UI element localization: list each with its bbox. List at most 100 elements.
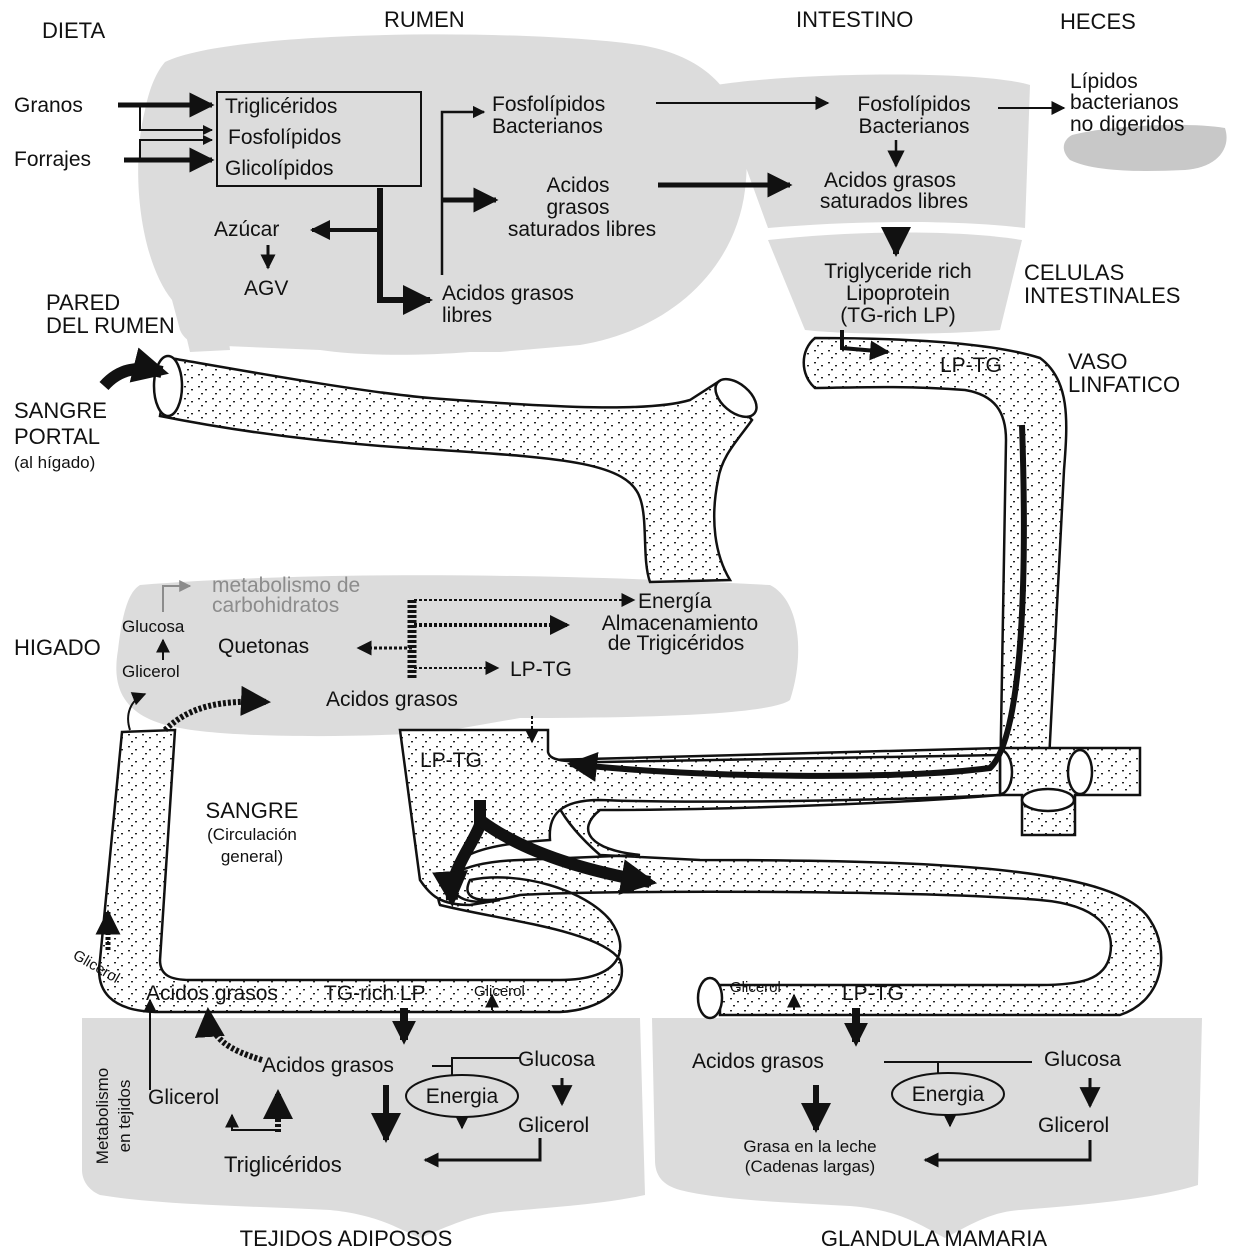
intestinal-cells-region	[768, 232, 1022, 334]
rumen-fosfolipidos-2: Bacterianos	[492, 115, 603, 138]
intestino-tgrich-2: Lipoprotein	[846, 282, 950, 305]
region-intestino: INTESTINO	[796, 7, 913, 32]
mamaria-glucosa: Glucosa	[1044, 1048, 1121, 1071]
higado-almacen-2: de Trigicéridos	[608, 632, 745, 655]
adiposo-glicerol-left: Glicerol	[148, 1086, 219, 1109]
mamaria-energia: Energia	[912, 1083, 985, 1106]
intestino-tgrich-1: Triglyceride rich	[824, 260, 971, 283]
region-rumen: RUMEN	[384, 7, 465, 32]
higado-acidos-grasos: Acidos grasos	[326, 688, 458, 711]
connector-adipose	[432, 1057, 520, 1076]
arrow-libres-up	[440, 105, 486, 275]
mammary-vessel-opening	[696, 976, 724, 1020]
rumen-agv: AGV	[244, 277, 288, 300]
arrow-tg-glicerol	[225, 1113, 275, 1131]
rumen-fosfolipidos-1: Fosfolípidos	[492, 93, 605, 116]
dieta-granos: Granos	[14, 94, 83, 117]
arrow-glucosa-metab	[162, 580, 192, 612]
region-higado: HIGADO	[14, 635, 101, 660]
arrow-granos-fos	[139, 105, 213, 135]
higado-lp-tg: LP-TG	[510, 658, 572, 681]
mamaria-acidos-grasos: Acidos grasos	[692, 1050, 824, 1073]
higado-almacen-1: Almacenamiento	[602, 612, 758, 635]
higado-metabolismo-2: carbohidratos	[212, 594, 339, 617]
adipose-region	[82, 1018, 645, 1238]
dieta-forrajes: Forrajes	[14, 148, 91, 171]
liver-region	[116, 575, 799, 737]
energia-ellipse-adipose	[405, 1074, 519, 1118]
adiposo-glicerol-right: Glicerol	[518, 1114, 589, 1137]
lymph-lp-tg: LP-TG	[940, 354, 1002, 377]
arrows	[95, 92, 1101, 1168]
arrow-glicerol-grasa	[923, 1140, 1092, 1168]
feces-region	[1063, 124, 1227, 171]
region-vaso-1: VASO	[1068, 349, 1128, 374]
arrow-central-right	[476, 815, 658, 895]
heces-lipidos-3: no digeridos	[1070, 113, 1184, 136]
region-sangre-portal-2: PORTAL	[14, 424, 100, 449]
metab-tejidos-2: en tejidos	[115, 1080, 134, 1153]
sangre-note-2: general)	[221, 847, 283, 866]
vessel-tg-rich-lp: TG-rich LP	[324, 982, 426, 1005]
region-sangre-portal-1: SANGRE	[14, 398, 107, 423]
region-pared-1: PARED	[46, 290, 120, 315]
vessel-acidos-grasos: Acidos grasos	[146, 982, 278, 1005]
rumen-box-item-1: Triglicéridos	[225, 95, 337, 118]
rumen-acidos-libres-2: libres	[442, 304, 492, 327]
connector-mamaria	[884, 1061, 1032, 1076]
adiposo-glucosa: Glucosa	[518, 1048, 595, 1071]
arrow-box-down	[377, 188, 433, 315]
rumen-acidos-libres-1: Acidos grasos	[442, 282, 574, 305]
junction-opening-right	[1066, 748, 1094, 796]
mamaria-grasa-2: (Cadenas largas)	[745, 1157, 875, 1176]
intestine-region	[716, 74, 1030, 229]
intestino-tgrich-3: (TG-rich LP)	[840, 304, 956, 327]
intestino-acidos-sat-1: Acidos grasos	[824, 169, 956, 192]
junction-opening-bottom	[1020, 787, 1076, 813]
region-pared-2: DEL RUMEN	[46, 313, 175, 338]
rumen-wall-region	[180, 310, 230, 352]
higado-glucosa: Glucosa	[122, 617, 185, 636]
higado-quetonas: Quetonas	[218, 635, 309, 658]
rumen-azucar: Azúcar	[214, 218, 279, 241]
region-tejidos-adiposos: TEJIDOS ADIPOSOS	[240, 1226, 453, 1251]
metab-tejidos-1: Metabolismo	[93, 1068, 112, 1164]
arrow-acidos-up	[194, 1007, 263, 1063]
region-dieta: DIETA	[42, 18, 105, 43]
rumen-acidos-sat-2: grasos	[546, 196, 609, 219]
sangre-lp-tg: LP-TG	[420, 749, 482, 772]
region-celulas-1: CELULAS	[1024, 260, 1124, 285]
heces-lipidos-1: Lípidos	[1070, 70, 1138, 93]
vessel-glicerol-mamaria: Glicerol	[730, 979, 781, 996]
higado-glicerol: Glicerol	[122, 662, 180, 681]
rumen-acidos-sat-1: Acidos	[546, 174, 609, 197]
arrow-glicerol-tg-adipose	[423, 1138, 542, 1168]
rumen-lipid-box	[216, 91, 422, 187]
lymph-vessel	[802, 336, 1068, 792]
heces-lipidos-2: bacterianos	[1070, 91, 1179, 114]
portal-vein	[158, 356, 754, 584]
arrow-into-lymph	[840, 330, 890, 361]
labels: DIETA RUMEN INTESTINO HECES Granos Forra…	[14, 7, 1184, 1251]
adiposo-trigliceridos: Triglicéridos	[224, 1152, 342, 1177]
sangre-note-1: (Circulación	[207, 825, 297, 844]
background-regions	[82, 34, 1227, 1238]
intestino-fosfolipidos-2: Bacterianos	[859, 115, 970, 138]
arrow-portal-entry	[99, 347, 169, 391]
arrow-sangre-glicerol	[127, 692, 147, 731]
sangre-portal-note: (al hígado)	[14, 453, 95, 472]
region-celulas-2: INTESTINALES	[1024, 283, 1180, 308]
region-heces: HECES	[1060, 9, 1136, 34]
mammary-region	[652, 1018, 1202, 1238]
intestino-acidos-sat-2: saturados libres	[820, 190, 968, 213]
mamaria-grasa-1: Grasa en la leche	[743, 1137, 876, 1156]
vessel-lp-tg-mamaria: LP-TG	[842, 982, 904, 1005]
arrow-sangre-acidos	[162, 685, 271, 733]
higado-energia: Energía	[638, 590, 712, 613]
portal-vein-branch-opening	[714, 377, 758, 419]
adiposo-acidos-grasos: Acidos grasos	[262, 1054, 394, 1077]
rumen-box-item-3: Glicolípidos	[225, 157, 334, 180]
energia-ellipse-mamaria	[891, 1072, 1005, 1116]
